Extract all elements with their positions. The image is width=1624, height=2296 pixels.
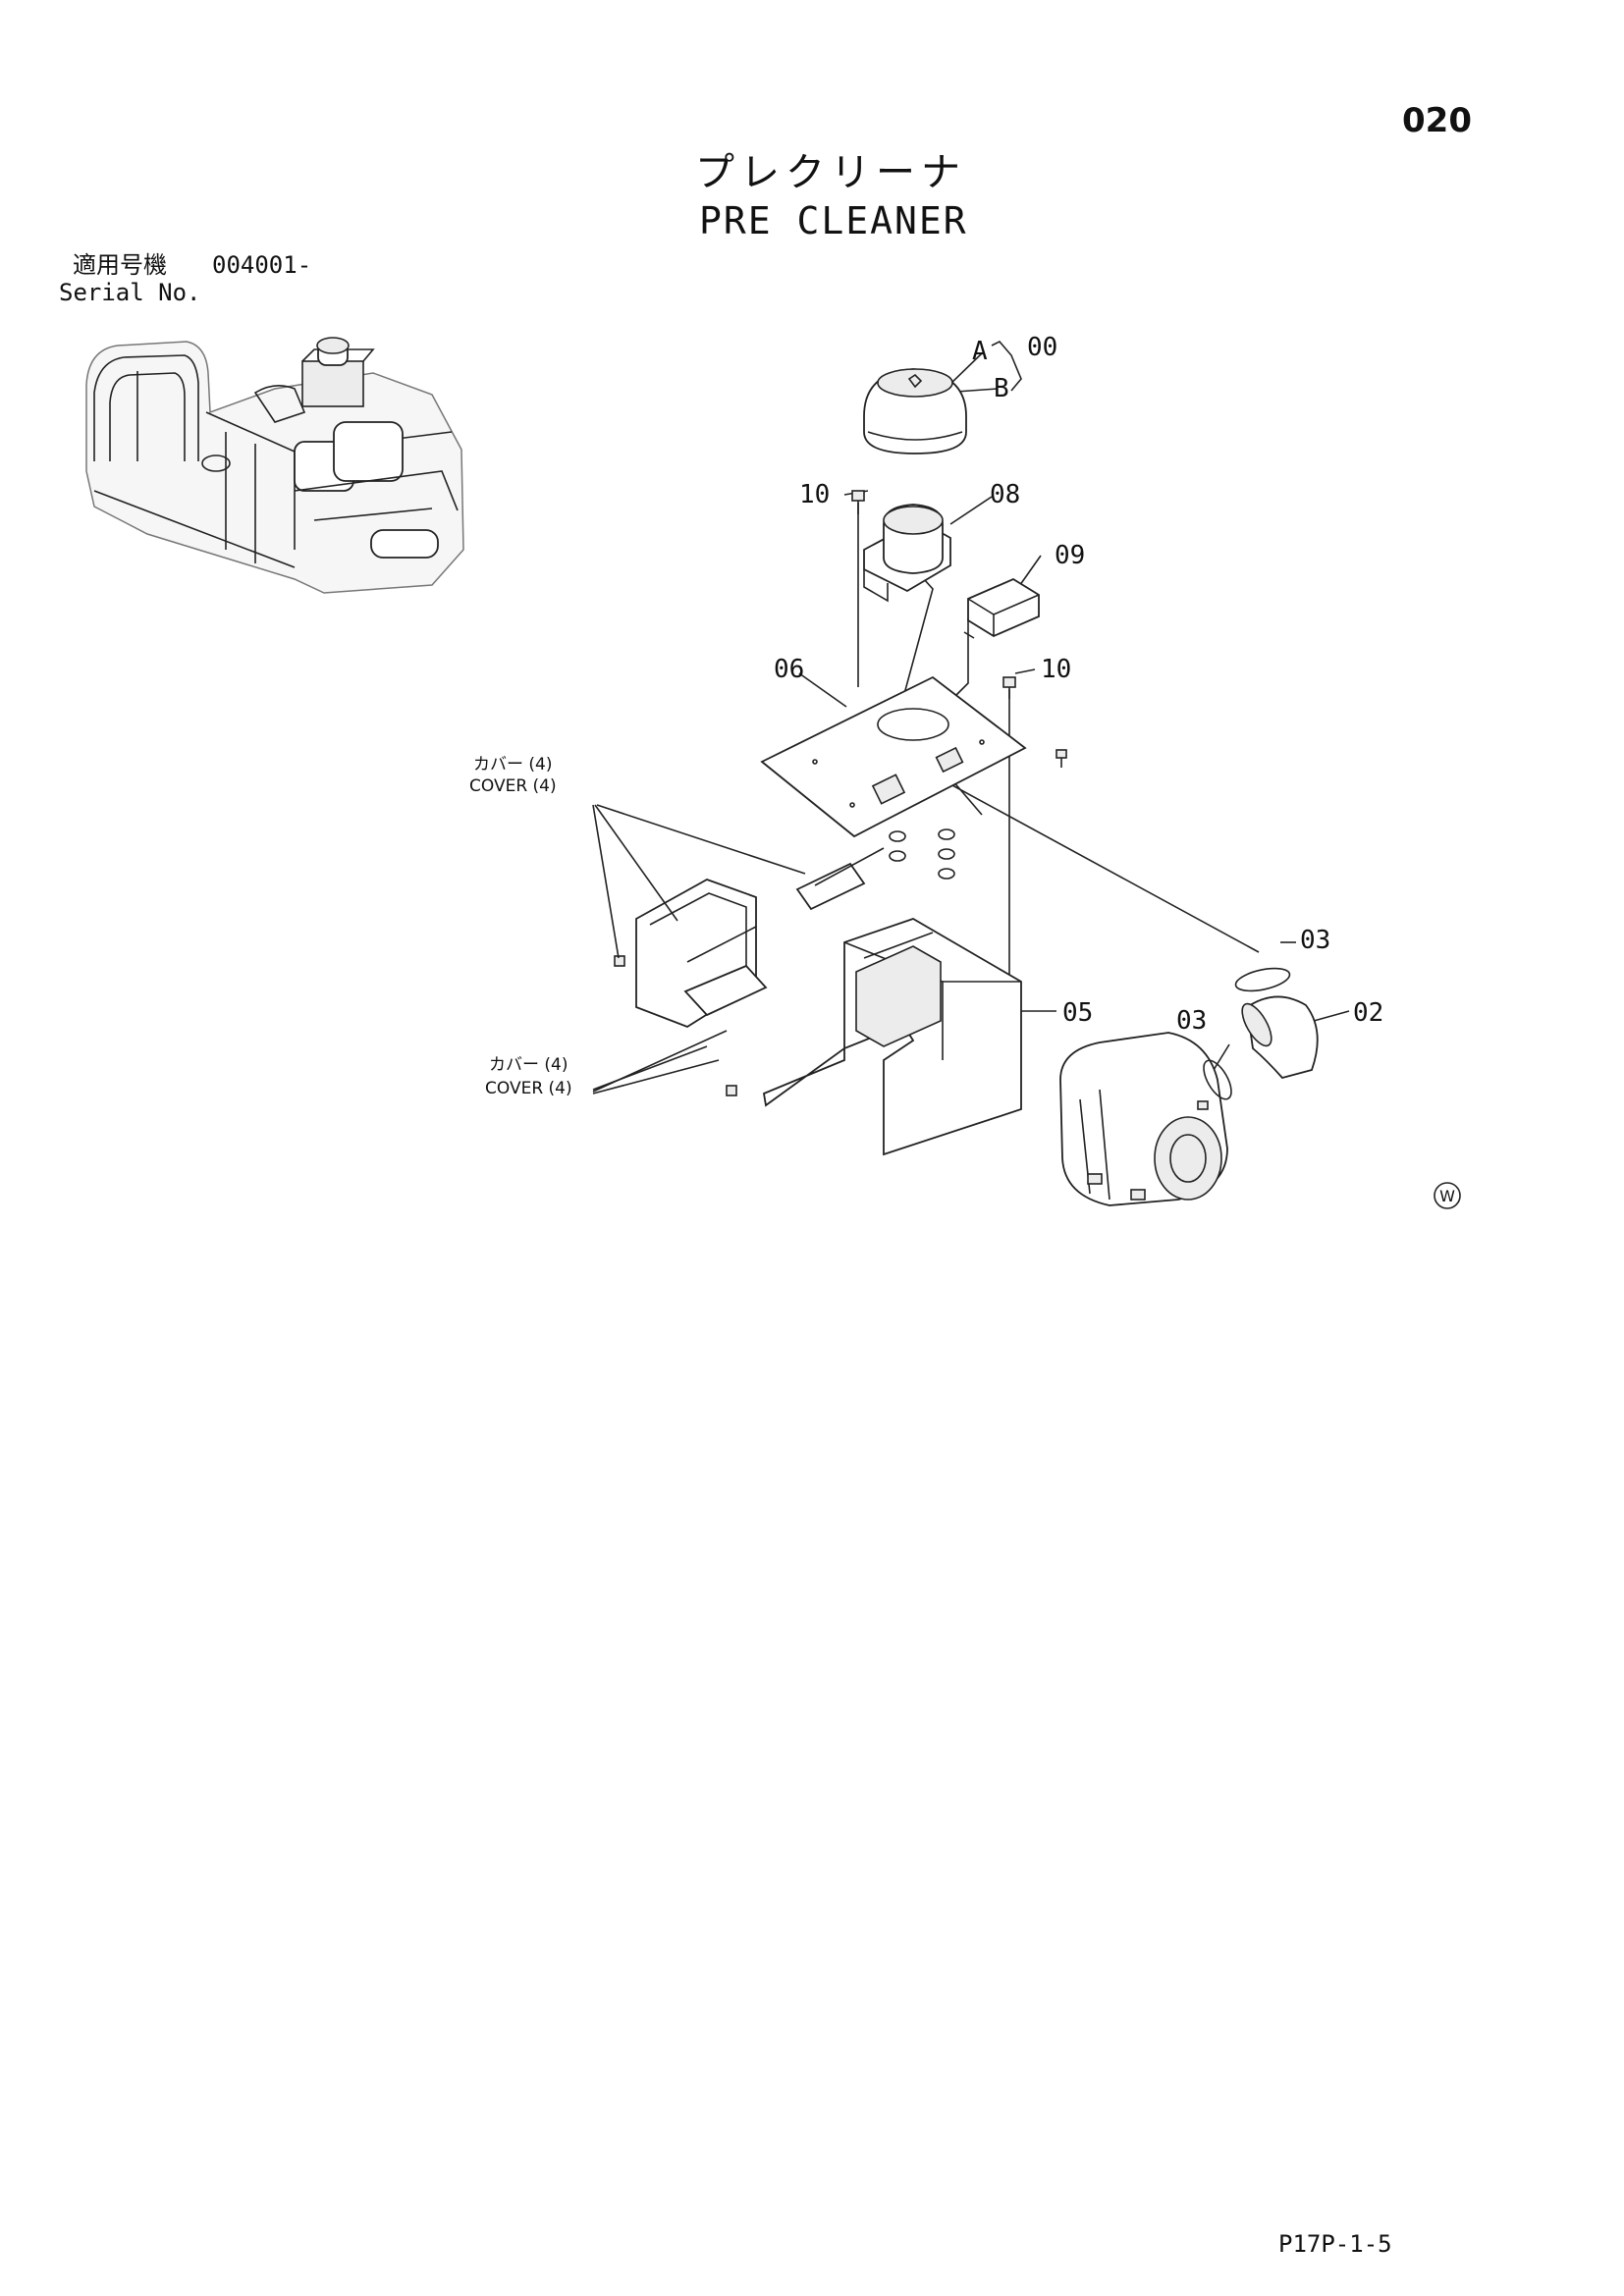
- callout-10-top: 10: [799, 480, 830, 509]
- page-number: 020: [1402, 101, 1472, 140]
- callout-02: 02: [1353, 998, 1383, 1028]
- part-06-plate: [760, 675, 1027, 838]
- title-english: PRE CLEANER: [699, 199, 968, 242]
- callout-05: 05: [1062, 998, 1093, 1028]
- cover-lower-note-english: COVER (4): [485, 1079, 572, 1098]
- serial-number-value: 004001-: [212, 251, 312, 279]
- callout-10-right: 10: [1041, 655, 1071, 684]
- covers: [592, 804, 885, 1096]
- air-cleaner-body: [1059, 1032, 1228, 1206]
- part-08-pipe-bracket: [863, 504, 951, 603]
- callout-06: 06: [774, 655, 804, 684]
- callout-b: B: [994, 374, 1009, 403]
- elbow-and-clamps: [1203, 967, 1319, 1100]
- washers: [889, 828, 955, 880]
- machine-location-thumbnail: [85, 337, 464, 594]
- callout-09: 09: [1055, 541, 1085, 570]
- part-05-frame: [762, 918, 1022, 1156]
- serial-label-japanese: 適用号機: [73, 251, 167, 279]
- pre-cleaner-cap: [863, 368, 967, 454]
- cover-lower-note-japanese: カバー (4): [489, 1055, 568, 1075]
- cover-upper-note-japanese: カバー (4): [473, 755, 552, 774]
- circled-w-letter: W: [1439, 1187, 1455, 1205]
- title-japanese: プレクリーナ: [695, 150, 966, 195]
- callout-03-lower: 03: [1176, 1006, 1207, 1036]
- callout-a: A: [972, 337, 988, 366]
- cover-upper-note-english: COVER (4): [469, 776, 557, 796]
- bolts-10: [851, 490, 1067, 768]
- callout-00: 00: [1027, 333, 1057, 362]
- circled-w-mark: W: [1434, 1182, 1461, 1209]
- serial-label-english: Serial No.: [59, 279, 201, 306]
- footer-code: P17P-1-5: [1278, 2230, 1392, 2258]
- part-09-box: [963, 577, 1040, 639]
- callout-08: 08: [990, 480, 1020, 509]
- callout-03-upper: 03: [1300, 926, 1330, 955]
